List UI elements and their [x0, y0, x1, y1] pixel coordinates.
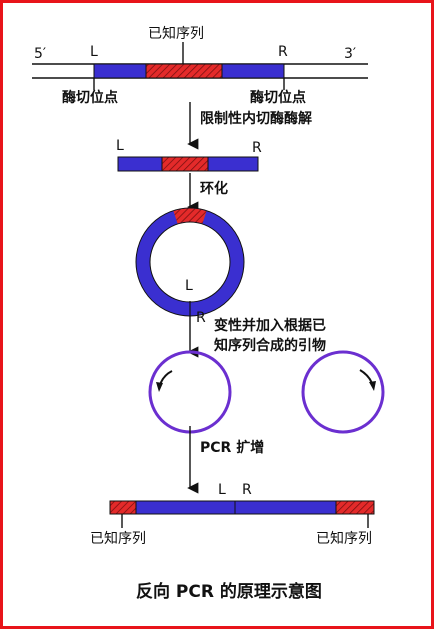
- fragment-known: [161, 156, 209, 172]
- product-known-left-label: 已知序列: [90, 530, 146, 547]
- top-known-segment: [145, 63, 223, 79]
- step-cyclize-label: 环化: [200, 180, 228, 197]
- cut-site-left-label: 酶切位点: [62, 89, 118, 106]
- step-digest-label: 限制性内切酶酶解: [200, 110, 312, 127]
- primer-left-arrowhead: [156, 382, 163, 392]
- circular-dna: L R: [135, 207, 245, 326]
- step-pcr-label: PCR 扩增: [200, 439, 264, 456]
- ring-known-segment: [173, 208, 207, 224]
- top-R-label: R: [278, 44, 288, 60]
- genomic-dna: 已知序列 5′ L R 3′ 酶切位点 酶切位点: [32, 25, 368, 106]
- digested-fragment: L R: [116, 138, 262, 172]
- single-strand-circles: [148, 350, 385, 434]
- ss-circle-left: [148, 350, 232, 434]
- end-3-label: 3′: [344, 46, 356, 62]
- product-known-right-label: 已知序列: [316, 530, 372, 547]
- product-R-label: R: [242, 482, 252, 498]
- ring-R-label: R: [196, 310, 206, 326]
- step-denature-label-2: 知序列合成的引物: [214, 337, 326, 354]
- pcr-product: L R 已知序列 已知序列: [90, 482, 375, 547]
- end-5-label: 5′: [34, 46, 46, 62]
- ring-blue: [136, 208, 244, 316]
- top-L-label: L: [90, 44, 98, 60]
- step-denature-label-1: 变性并加入根据已: [214, 317, 326, 334]
- fragment-R-label: R: [252, 140, 262, 156]
- product-known-right: [335, 500, 375, 515]
- product-L-label: L: [218, 482, 226, 498]
- product-known-left: [109, 500, 137, 515]
- fragment-L-label: L: [116, 138, 124, 154]
- figure-caption: 反向 PCR 的原理示意图: [136, 581, 322, 602]
- known-seq-label-top: 已知序列: [148, 25, 204, 42]
- product-blue: [109, 500, 375, 515]
- ring-L-label: L: [185, 278, 193, 294]
- cut-site-right-label: 酶切位点: [250, 89, 306, 106]
- primer-right-arrowhead: [369, 381, 376, 391]
- ss-circle-right: [301, 350, 385, 434]
